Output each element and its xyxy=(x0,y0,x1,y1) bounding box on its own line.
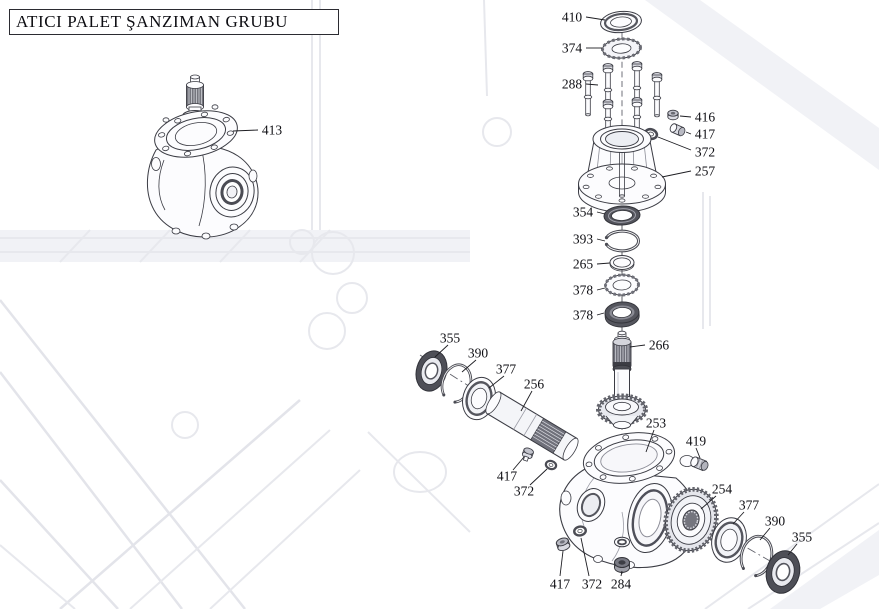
bearing-378-lower xyxy=(604,301,640,328)
part-number-393-9: 393 xyxy=(573,232,594,247)
part-number-372-6: 372 xyxy=(695,145,715,160)
page-title: ATICI PALET ŞANZIMAN GRUBU xyxy=(16,12,289,31)
bolt-417-left xyxy=(521,447,534,462)
leader-line-254-22 xyxy=(700,495,717,510)
part-number-355-25: 355 xyxy=(792,530,813,545)
leader-line-390-15 xyxy=(461,359,477,373)
part-number-417-26: 417 xyxy=(550,577,571,592)
leader-line-354-8 xyxy=(596,211,606,215)
leader-line-378-11 xyxy=(596,287,606,291)
seal-ring-410 xyxy=(600,10,642,34)
leader-line-410-1 xyxy=(585,16,606,21)
leader-line-417-5 xyxy=(685,131,692,135)
leader-line-417-20 xyxy=(512,456,525,471)
leader-line-288-3 xyxy=(585,83,599,86)
bearing-378-upper xyxy=(604,273,640,297)
plug-417-top xyxy=(669,123,686,137)
leader-line-417-26 xyxy=(559,550,564,577)
part-number-354-8: 354 xyxy=(573,205,594,220)
part-number-419-19: 419 xyxy=(686,434,707,449)
leader-line-284-28 xyxy=(620,570,623,577)
bevel-gear-254 xyxy=(663,487,719,553)
part-number-374-2: 374 xyxy=(562,41,583,56)
leader-line-372-6 xyxy=(657,136,692,151)
leader-line-253-18 xyxy=(645,429,655,453)
bearing-377-left xyxy=(462,376,496,421)
leader-line-265-10 xyxy=(596,262,611,265)
part-number-390-15: 390 xyxy=(468,346,489,361)
leader-line-393-9 xyxy=(596,238,606,242)
nut-416 xyxy=(667,109,679,121)
seal-355-left xyxy=(415,350,448,392)
leader-line-419-19 xyxy=(695,447,701,459)
hub-flange-257 xyxy=(578,125,666,213)
leader-line-372-27 xyxy=(580,537,590,577)
leader-line-416-4 xyxy=(679,115,692,118)
bearing-race-354 xyxy=(603,205,641,226)
part-number-410-1: 410 xyxy=(562,10,583,25)
leader-line-266-13 xyxy=(629,344,646,348)
part-number-257-7: 257 xyxy=(695,164,716,179)
part-number-254-22: 254 xyxy=(712,482,733,497)
part-number-284-28: 284 xyxy=(611,577,632,592)
part-number-256-17: 256 xyxy=(524,377,545,392)
ring-265 xyxy=(609,255,635,272)
leader-line-413-0 xyxy=(232,129,259,132)
part-number-253-18: 253 xyxy=(646,416,667,431)
leader-line-377-16 xyxy=(488,375,505,389)
pinion-shaft-266 xyxy=(596,330,648,430)
leader-line-390-24 xyxy=(759,527,771,541)
callout-layer: 4134103742884164173722573543932653783782… xyxy=(232,10,813,592)
seal-355-right xyxy=(765,550,801,594)
leader-line-257-7 xyxy=(661,170,692,178)
part-number-413-0: 413 xyxy=(262,123,283,138)
part-number-288-3: 288 xyxy=(562,77,583,92)
leader-line-377-23 xyxy=(732,511,745,525)
input-shaft-256 xyxy=(485,391,579,461)
part-number-416-4: 416 xyxy=(695,110,716,125)
part-number-372-21: 372 xyxy=(514,484,534,499)
part-number-355-14: 355 xyxy=(440,331,461,346)
part-number-266-13: 266 xyxy=(649,338,670,353)
part-number-377-16: 377 xyxy=(496,362,517,377)
title-box: ATICI PALET ŞANZIMAN GRUBU xyxy=(9,9,339,35)
washer-372-bottom xyxy=(573,525,587,537)
part-number-390-24: 390 xyxy=(765,514,786,529)
leader-line-372-21 xyxy=(529,468,548,486)
part-number-417-20: 417 xyxy=(497,469,518,484)
washer-nut-284 xyxy=(614,536,630,573)
lock-washer-374 xyxy=(601,37,642,60)
snap-ring-393 xyxy=(604,229,640,253)
part-number-378-12: 378 xyxy=(573,308,594,323)
leader-line-355-14 xyxy=(434,344,449,358)
leader-line-256-17 xyxy=(520,390,533,412)
part-number-372-27: 372 xyxy=(582,577,602,592)
part-number-378-11: 378 xyxy=(573,283,594,298)
part-number-417-5: 417 xyxy=(695,127,716,142)
part-number-377-23: 377 xyxy=(739,498,760,513)
part-number-265-10: 265 xyxy=(573,257,594,272)
leader-line-378-12 xyxy=(596,312,605,316)
plug-419 xyxy=(690,456,709,472)
leader-line-355-25 xyxy=(787,543,798,556)
bolts-288 xyxy=(582,61,663,133)
washer-372-left xyxy=(544,459,558,471)
plug-417-bottom xyxy=(555,537,571,552)
gear-housing-253 xyxy=(559,432,698,569)
assembled-gearbox-413 xyxy=(146,74,259,240)
